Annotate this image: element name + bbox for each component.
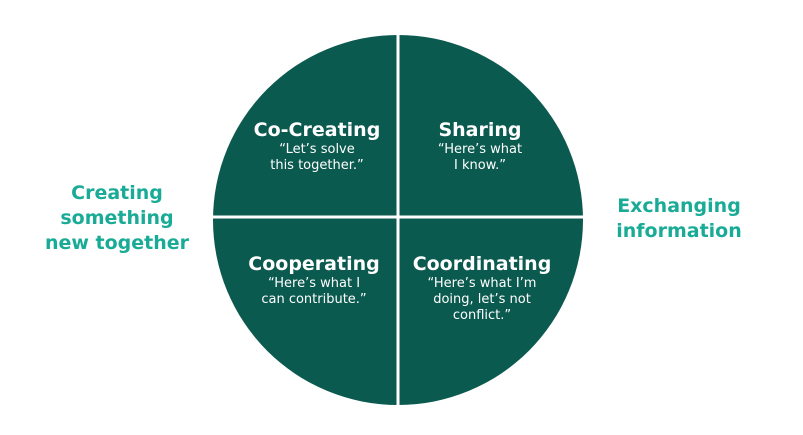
- quote-line: “Let’s solve: [279, 142, 355, 157]
- quadrant-title: Cooperating: [248, 253, 380, 275]
- left-label-line-3: new together: [44, 232, 190, 254]
- quote-line: this together.”: [270, 158, 364, 173]
- quadrant-co-creating: Co-Creating “Let’s solve this together.”: [238, 118, 396, 174]
- quadrant-quote: “Here’s what I know.”: [402, 142, 558, 174]
- quadrant-quote: “Let’s solve this together.”: [238, 142, 396, 174]
- quote-line: doing, let’s not: [433, 292, 531, 307]
- collaboration-circle: Co-Creating “Let’s solve this together.”…: [212, 34, 584, 406]
- quadrant-cooperating: Cooperating “Here’s what I can contribut…: [230, 252, 398, 308]
- quote-line: “Here’s what I: [267, 276, 361, 291]
- quote-line: “Here’s what I’m: [427, 276, 537, 291]
- right-label-line-1: Exchanging: [617, 195, 741, 217]
- quadrant-quote: “Here’s what I’m doing, let’s not confli…: [402, 276, 562, 324]
- quadrant-quote: “Here’s what I can contribute.”: [230, 276, 398, 308]
- right-axis-label: Exchanging information: [590, 194, 768, 244]
- left-label-line-2: something: [60, 207, 174, 229]
- quote-line: can contribute.”: [261, 292, 367, 307]
- quadrant-title: Co-Creating: [253, 119, 381, 141]
- circle-graphic: [212, 34, 584, 406]
- quote-line: I know.”: [454, 158, 506, 173]
- quadrant-sharing: Sharing “Here’s what I know.”: [402, 118, 558, 174]
- right-label-line-2: information: [616, 220, 742, 242]
- left-label-line-1: Creating: [71, 182, 163, 204]
- left-axis-label: Creating something new together: [22, 181, 212, 256]
- quadrant-coordinating: Coordinating “Here’s what I’m doing, let…: [402, 252, 562, 324]
- quadrant-title: Coordinating: [412, 253, 552, 275]
- quote-line: “Here’s what: [437, 142, 523, 157]
- quote-line: conflict.”: [452, 308, 512, 323]
- quadrant-title: Sharing: [438, 119, 522, 141]
